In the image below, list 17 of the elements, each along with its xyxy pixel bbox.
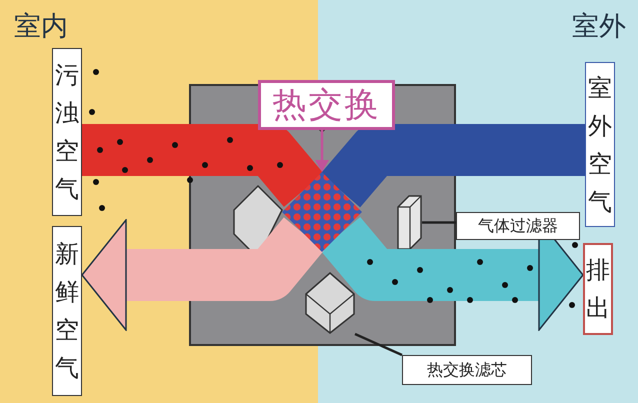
- airflow-arrow: [81, 217, 324, 331]
- air-label: 新鲜空气: [52, 226, 82, 396]
- zone-title: 室内: [14, 10, 68, 44]
- leader-line: [354, 332, 402, 356]
- part-label: 热交换滤芯: [402, 355, 532, 385]
- title-label: 热交换: [258, 80, 395, 130]
- filter-core-drawing: [305, 272, 355, 334]
- part-label: 气体过滤器: [456, 212, 580, 240]
- arrow: [315, 130, 329, 172]
- heat-exchange-core: [282, 172, 362, 252]
- leader-line: [422, 221, 456, 224]
- air-label: 排出: [583, 243, 613, 335]
- airflow-arrow: [320, 216, 584, 331]
- air-label: 室外空气: [585, 62, 615, 227]
- air-label: 污浊空气: [52, 48, 82, 216]
- gas-filter-drawing: [397, 195, 422, 250]
- zone-title: 室外: [572, 10, 626, 44]
